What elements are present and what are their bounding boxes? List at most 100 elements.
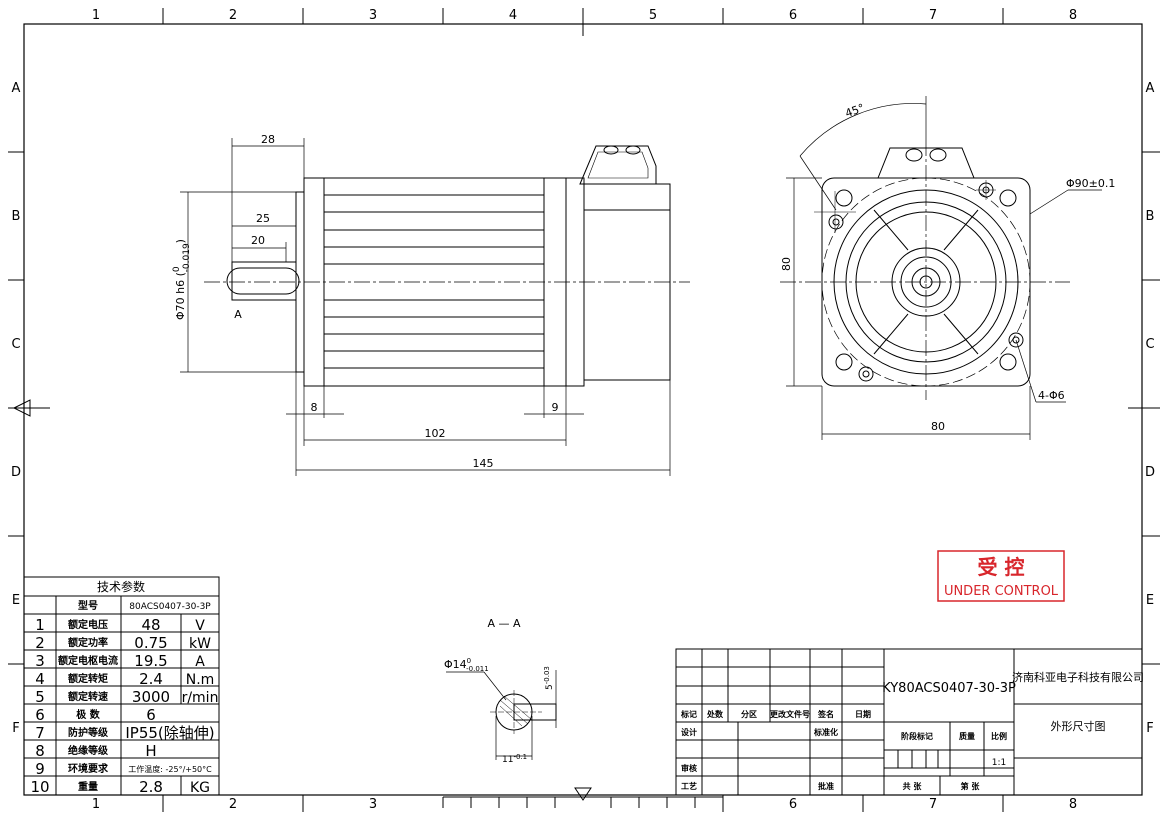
tb-drawing-no: KY80ACS0407-30-3P	[882, 681, 1016, 696]
tb-total-sheets: 共 张	[903, 781, 923, 791]
col-label-top: 8	[1069, 8, 1077, 23]
spec-row-no: 7	[35, 724, 45, 742]
spec-row-no: 4	[35, 670, 45, 688]
col-label-top: 5	[649, 8, 657, 23]
pcd-90-label: Φ90±0.1	[1066, 177, 1115, 190]
spec-row-unit: KG	[190, 780, 210, 796]
col-label-bottom: 8	[1069, 797, 1077, 812]
row-label: C	[1145, 337, 1154, 352]
model-label: 型号	[78, 599, 98, 612]
spec-row-value: 2.4	[139, 670, 163, 688]
spec-row-value: 6	[146, 706, 156, 724]
dim-25: 25	[256, 212, 270, 225]
tb-drawing-name: 外形尺寸图	[1051, 719, 1106, 733]
spec-row-no: 1	[35, 616, 45, 634]
col-label-bottom: 3	[369, 797, 377, 812]
title-block: 标记 处数 分区 更改文件号 签名 日期 设计 标准化 审核 工艺 批准 阶段标…	[675, 648, 1144, 796]
spec-row-no: 5	[35, 688, 45, 706]
model-value: 80ACS0407-30-3P	[129, 602, 211, 612]
row-label: D	[1145, 465, 1155, 480]
col-label-bottom: 6	[789, 797, 797, 812]
col-label-top: 2	[229, 8, 237, 23]
tb-approve: 批准	[818, 781, 834, 791]
tb-col-count: 处数	[706, 709, 724, 719]
front-dimension-lines	[786, 96, 1102, 440]
row-label: F	[12, 721, 19, 736]
spec-row-no: 10	[30, 778, 49, 796]
tb-col-date: 日期	[855, 709, 871, 719]
spec-row-name: 绝缘等级	[68, 744, 109, 757]
spec-row-value: H	[145, 742, 156, 760]
tb-col-zone: 分区	[741, 709, 757, 719]
col-label-top: 6	[789, 8, 797, 23]
spec-row-unit: kW	[189, 636, 211, 652]
shaft-diameter-label: Φ140-0.011	[444, 657, 489, 673]
spec-row-name: 重量	[78, 780, 98, 793]
spec-title: 技术参数	[97, 579, 145, 594]
section-mark-a: A	[234, 308, 242, 321]
side-dimension-lines	[180, 138, 671, 476]
dim-8: 8	[311, 401, 318, 414]
spec-row-name: 额定转矩	[68, 672, 108, 685]
spec-row-no: 9	[35, 760, 45, 778]
dim-28: 28	[261, 133, 275, 146]
holes-label: 4-Φ6	[1038, 389, 1065, 402]
row-label: D	[11, 465, 21, 480]
motor-front-view	[780, 140, 1070, 400]
height-80: 80	[780, 257, 793, 271]
diameter-70-label: Φ70 h6 (0-0.019)	[172, 239, 192, 320]
row-label: C	[11, 337, 20, 352]
angle-45: 45°	[843, 101, 866, 120]
row-label: B	[1146, 209, 1155, 224]
col-label-top: 1	[92, 8, 100, 23]
spec-row-name: 额定功率	[68, 636, 108, 649]
key-depth-label: 11-0.1	[502, 753, 527, 765]
tb-scale-label: 比例	[991, 731, 1007, 741]
tb-company: 济南科亚电子科技有限公司	[1012, 670, 1144, 684]
dim-102: 102	[425, 427, 446, 440]
tb-mass: 质量	[959, 731, 975, 741]
col-label-bottom: 2	[229, 797, 237, 812]
tb-col-change-doc: 更改文件号	[770, 709, 810, 719]
stamp-line2: UNDER CONTROL	[944, 584, 1059, 599]
col-label-bottom: 1	[92, 797, 100, 812]
tb-col-mark: 标记	[680, 709, 697, 719]
row-label: E	[1146, 593, 1154, 608]
width-80: 80	[931, 420, 945, 433]
motor-side-view	[204, 145, 690, 387]
section-a-a	[446, 670, 557, 760]
tb-scale-value: 1:1	[992, 758, 1006, 768]
spec-row-name: 环境要求	[68, 762, 109, 775]
spec-row-name: 额定转速	[68, 690, 108, 703]
spec-row-unit: V	[195, 618, 205, 634]
key-width-label: 5-0.03	[543, 666, 555, 690]
tb-col-sign: 签名	[817, 709, 834, 719]
tb-check: 审核	[681, 763, 697, 773]
under-control-stamp: 受 控 UNDER CONTROL	[937, 550, 1065, 602]
tb-stage: 阶段标记	[901, 731, 933, 741]
col-label-top: 3	[369, 8, 377, 23]
tb-design: 设计	[681, 727, 697, 737]
spec-row-no: 3	[35, 652, 45, 670]
spec-row-no: 8	[35, 742, 45, 760]
spec-row-unit: A	[195, 654, 205, 670]
spec-row-name: 额定电枢电流	[58, 654, 118, 667]
spec-row-value: 工作温度: -25°/+50°C	[128, 764, 212, 774]
tb-process: 工艺	[681, 781, 697, 791]
dim-145: 145	[473, 457, 494, 470]
spec-row-value: 0.75	[134, 634, 167, 652]
spec-row-name: 额定电压	[68, 618, 108, 631]
col-label-top: 7	[929, 8, 937, 23]
spec-row-name: 防护等级	[68, 726, 109, 739]
col-label-top: 4	[509, 8, 517, 23]
tb-standard: 标准化	[813, 727, 838, 737]
spec-row-value: 48	[141, 616, 160, 634]
row-label: A	[1146, 81, 1155, 96]
section-title: A — A	[487, 617, 521, 630]
spec-row-value: 3000	[132, 688, 170, 706]
dim-9: 9	[552, 401, 559, 414]
tb-sheet-no: 第 张	[961, 781, 981, 791]
